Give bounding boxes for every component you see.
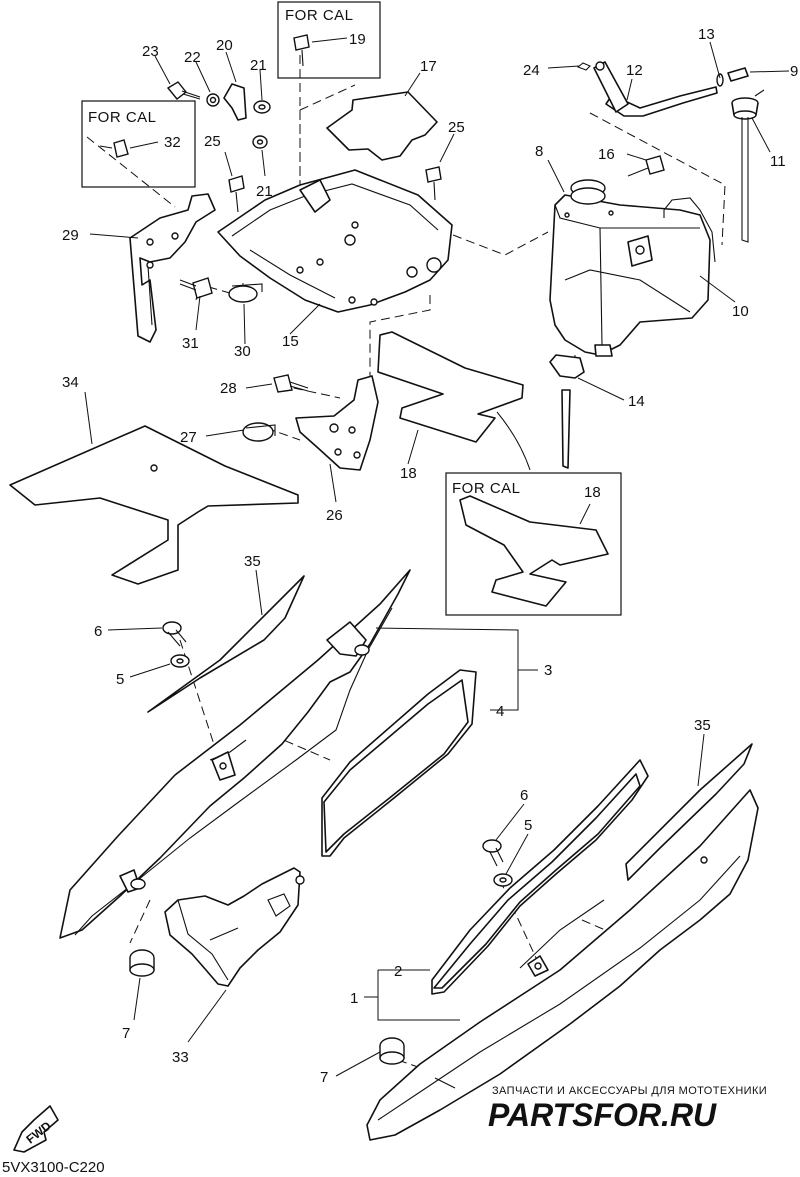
grommet-7-right xyxy=(379,1037,405,1065)
hose-end-9 xyxy=(727,67,749,82)
callout-26: 26 xyxy=(326,507,343,524)
callout-5: 5 xyxy=(524,817,532,834)
decal-35-left xyxy=(147,575,305,713)
clip-13 xyxy=(716,73,724,87)
stay-29 xyxy=(129,193,216,343)
bolt-19 xyxy=(293,34,310,67)
hose-12 xyxy=(593,61,718,117)
callout-7: 7 xyxy=(122,1025,130,1042)
clamp-27 xyxy=(242,422,276,442)
for-cal-label: FOR CAL xyxy=(285,7,354,24)
callout-24: 24 xyxy=(523,62,540,79)
for-cal-label: FOR CAL xyxy=(452,480,521,497)
callout-23: 23 xyxy=(142,43,159,60)
bolt-28 xyxy=(273,374,309,393)
callout-18-cal: 18 xyxy=(584,484,601,501)
watermark-tagline: ЗАПЧАСТИ И АКСЕССУАРЫ ДЛЯ МОТОТЕХНИКИ xyxy=(492,1085,767,1097)
clip-24 xyxy=(576,62,591,71)
diagram-code: 5VX3100-C220 xyxy=(2,1159,105,1176)
callout-5: 5 xyxy=(116,671,124,688)
sheet-34 xyxy=(9,425,299,585)
callout-17: 17 xyxy=(420,58,437,75)
bolt-16 xyxy=(627,155,665,177)
callout-13: 13 xyxy=(698,26,715,43)
for-cal-box-32: FOR CAL xyxy=(81,100,196,188)
callout-25: 25 xyxy=(448,119,465,136)
callout-6: 6 xyxy=(520,787,528,804)
panel-4-face xyxy=(323,679,469,853)
callouts: 23 22 20 21 19 32 25 21 25 17 29 31 30 1… xyxy=(62,26,798,1086)
side-cover-left xyxy=(59,569,411,939)
callout-19: 19 xyxy=(349,31,366,48)
bracket-15 xyxy=(217,169,453,313)
callout-7: 7 xyxy=(320,1069,328,1086)
callout-34: 34 xyxy=(62,374,79,391)
reservoir-tank-8 xyxy=(549,179,716,357)
washer-5-right xyxy=(493,873,513,887)
callout-18: 18 xyxy=(400,465,417,482)
bolt-32 xyxy=(99,139,129,158)
callout-21: 21 xyxy=(256,183,273,200)
grommet-21 xyxy=(252,100,271,149)
callout-12: 12 xyxy=(626,62,643,79)
callout-30: 30 xyxy=(234,343,251,360)
pad-17 xyxy=(326,91,438,161)
callout-1: 1 xyxy=(350,990,358,1007)
callout-2: 2 xyxy=(394,963,402,980)
screw-6-right xyxy=(482,839,504,867)
callout-35: 35 xyxy=(694,717,711,734)
cap-11 xyxy=(731,89,765,243)
callout-4: 4 xyxy=(496,703,504,720)
bolt-31 xyxy=(179,277,213,299)
screw-6-left xyxy=(162,621,187,647)
panel-2-face xyxy=(433,773,641,989)
callout-14: 14 xyxy=(628,393,645,410)
callout-20: 20 xyxy=(216,37,233,54)
sheet-34-hole xyxy=(150,464,158,472)
callout-9: 9 xyxy=(790,63,798,80)
bracket-26 xyxy=(295,375,379,471)
callout-22: 22 xyxy=(184,49,201,66)
watermark-logo: PARTSFOR.RU xyxy=(488,1097,717,1133)
callout-31: 31 xyxy=(182,335,199,352)
grommet-7-left xyxy=(129,949,155,977)
side-cover-right xyxy=(366,789,759,1141)
washer-22 xyxy=(206,93,220,107)
callout-16: 16 xyxy=(598,146,615,163)
callout-6: 6 xyxy=(94,623,102,640)
for-cal-label: FOR CAL xyxy=(88,109,157,126)
heat-shield-18-cal xyxy=(459,495,609,607)
callout-3: 3 xyxy=(544,662,552,679)
clamp-30 xyxy=(228,283,263,303)
bracket-20 xyxy=(223,83,247,121)
callout-15: 15 xyxy=(282,333,299,350)
callout-32: 32 xyxy=(164,134,181,151)
callout-8: 8 xyxy=(535,143,543,160)
callout-27: 27 xyxy=(180,429,197,446)
heat-shield-18 xyxy=(377,331,524,443)
watermark: ЗАПЧАСТИ И АКСЕССУАРЫ ДЛЯ МОТОТЕХНИКИ PA… xyxy=(488,1085,767,1133)
drain-hose-14 xyxy=(549,354,585,469)
callout-25: 25 xyxy=(204,133,221,150)
callout-29: 29 xyxy=(62,227,79,244)
fwd-arrow-icon: FWD xyxy=(13,1105,59,1153)
bolt-25 xyxy=(228,166,442,213)
cover-33 xyxy=(164,867,305,987)
callout-35: 35 xyxy=(244,553,261,570)
washer-5-left xyxy=(170,654,190,668)
leader-lines xyxy=(84,37,790,1077)
callout-11: 11 xyxy=(770,153,786,170)
callout-10: 10 xyxy=(732,303,749,320)
callout-21: 21 xyxy=(250,57,267,74)
callout-28: 28 xyxy=(220,380,237,397)
decal-35-right xyxy=(625,743,753,881)
bolt-23 xyxy=(166,81,201,100)
for-cal-box-19: FOR CAL xyxy=(277,1,381,79)
for-cal-box-18: FOR CAL xyxy=(445,472,622,616)
callout-33: 33 xyxy=(172,1049,189,1066)
